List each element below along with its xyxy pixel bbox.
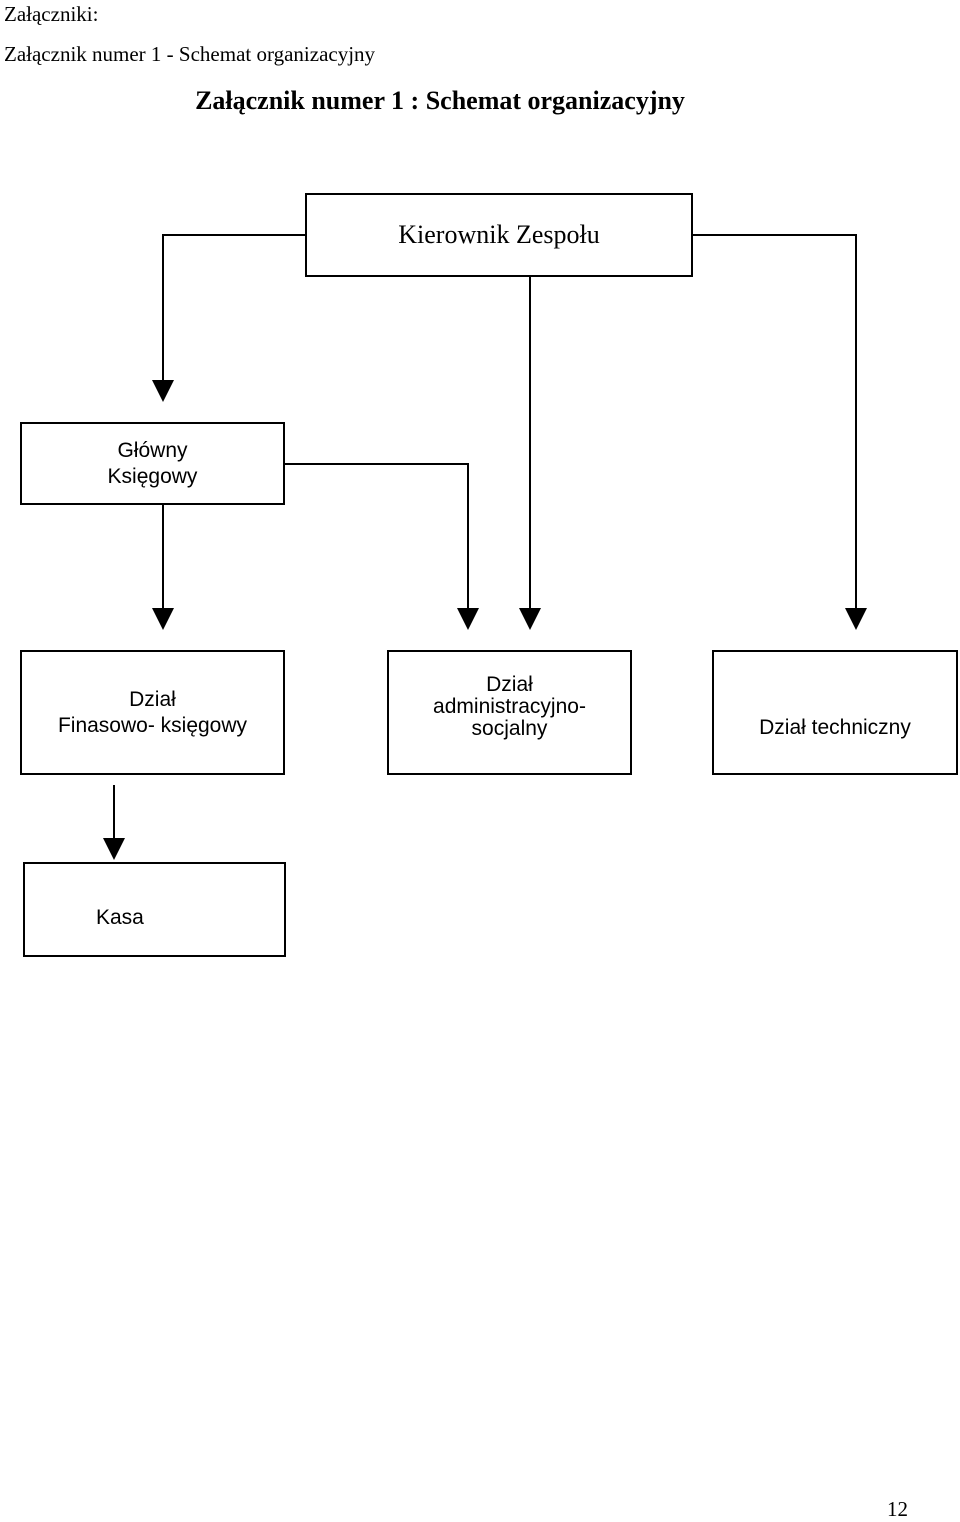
- node-dzial-administracyjny: Dział administracyjno- socjalny: [387, 650, 632, 775]
- connector-kierownik-techniczny: [693, 234, 857, 610]
- node-finansowy-label: Dział Finasowo- księgowy: [57, 688, 248, 737]
- arrowhead-finansowy: [152, 608, 174, 630]
- arrowhead-kasa: [103, 838, 125, 860]
- node-kierownik-zespolu: Kierownik Zespołu: [305, 193, 693, 277]
- arrowhead-administracyjny-left: [457, 608, 479, 630]
- page-title: Załącznik numer 1 : Schemat organizacyjn…: [195, 86, 685, 115]
- arrowhead-administracyjny-right: [519, 608, 541, 630]
- arrowhead-techniczny: [845, 608, 867, 630]
- attachments-header: Załączniki:: [4, 2, 99, 26]
- node-techniczny-label: Dział techniczny: [759, 715, 911, 739]
- node-administracyjny-label: Dział administracyjno- socjalny: [433, 673, 586, 741]
- node-kasa-label: Kasa: [96, 905, 144, 929]
- attachment-line: Załącznik numer 1 - Schemat organizacyjn…: [4, 42, 376, 66]
- connector-kierownik-ksiegowy: [162, 234, 305, 382]
- arrowhead-ksiegowy: [152, 380, 174, 402]
- node-kierownik-label: Kierownik Zespołu: [398, 220, 600, 250]
- node-ksiegowy-label: Główny Księgowy: [107, 439, 198, 488]
- node-kasa: Kasa: [23, 862, 286, 957]
- node-glowny-ksiegowy: Główny Księgowy: [20, 422, 285, 505]
- connector-ksiegowy-administracyjny: [285, 463, 469, 610]
- page-number: 12: [887, 1497, 908, 1521]
- node-dzial-techniczny: Dział techniczny: [712, 650, 958, 775]
- node-dzial-finansowy: Dział Finasowo- księgowy: [20, 650, 285, 775]
